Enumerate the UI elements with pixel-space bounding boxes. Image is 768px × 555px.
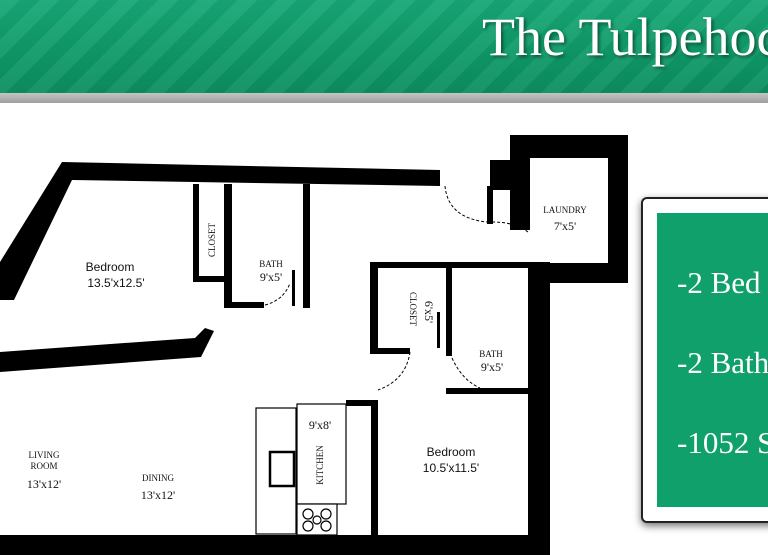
door-swing-laundry-2 [491, 221, 529, 233]
bath1-size: 9'x5' [260, 270, 282, 284]
wall-bedroom-bottom [0, 328, 214, 372]
header-divider [0, 93, 768, 103]
kitchen-sink [268, 450, 296, 488]
wall-laundry-door-jamb [487, 186, 493, 224]
bedroom2-size: 10.5'x11.5' [423, 461, 479, 475]
kitchen-label: KITCHEN [315, 445, 325, 485]
kitchen-size: 9'x8' [309, 418, 331, 432]
dining-size: 13'x12' [141, 488, 175, 502]
bath2-label: BATH [479, 349, 503, 359]
door-swing-bath2 [451, 357, 481, 389]
door-swings [264, 185, 529, 391]
features-panel-inner: -2 Bed -2 Bath -1052 S [657, 213, 768, 507]
wall-right [528, 262, 550, 542]
dining-label: DINING [142, 473, 174, 483]
wall-closet2-left [370, 262, 378, 354]
page-title: The Tulpehoc [482, 7, 768, 67]
kitchen-counter-right [296, 403, 347, 505]
kitchen-fixtures [255, 403, 347, 536]
stove-burner [302, 520, 314, 532]
door-swing-bedroom2 [377, 351, 411, 391]
wall-laundry [510, 135, 628, 283]
header-banner: The Tulpehoc [0, 0, 768, 93]
stove-burner [302, 508, 314, 520]
closet2-rod [437, 312, 440, 348]
wall-closet-left [193, 184, 199, 282]
wall-bath-right [303, 184, 310, 308]
header-texture [0, 0, 768, 93]
laundry-label: LAUNDRY [543, 205, 587, 215]
bath1-label: BATH [259, 259, 283, 269]
laundry-size: 7'x5' [554, 219, 576, 233]
wall-bath2-bottom [446, 388, 530, 394]
bedroom1-size: 13.5'x12.5' [87, 276, 144, 290]
closet1-label: CLOSET [207, 223, 217, 258]
bedroom1-label: Bedroom [86, 260, 135, 274]
features-panel: -2 Bed -2 Bath -1052 S [641, 197, 768, 523]
bath-fixture [292, 270, 295, 306]
door-swing-laundry [444, 185, 488, 223]
wall-bath-left [224, 184, 232, 308]
feature-square-feet: -1052 S [677, 425, 768, 460]
wall-closet2-bottom [370, 348, 410, 354]
wall-laundry-notch [490, 160, 524, 190]
feature-bedrooms: -2 Bed [677, 265, 761, 300]
bath2-size: 9'x5' [481, 360, 503, 374]
closet2-size: 6'x5' [422, 301, 436, 323]
stove-burner [320, 508, 332, 520]
feature-bathrooms: -2 Bath [677, 345, 768, 380]
walls [0, 135, 628, 555]
stove-burner [312, 515, 322, 525]
wall-bottom [0, 535, 550, 555]
living-size: 13'x12' [27, 477, 61, 491]
wall-kitchen-top [346, 400, 378, 406]
wall-top-left [0, 162, 440, 300]
door-swing-bath1 [264, 282, 291, 306]
wall-bedroom2-left [371, 400, 378, 535]
wall-closet-bottom [193, 276, 231, 282]
wall-bath-bottom [224, 302, 264, 308]
living-label-1: LIVING [29, 450, 60, 460]
living-label-2: ROOM [30, 461, 57, 471]
closet2-label: CLOSET [408, 292, 418, 327]
wall-bath2-left [446, 262, 452, 356]
stove-burner [320, 520, 332, 532]
bedroom2-label: Bedroom [427, 445, 476, 459]
